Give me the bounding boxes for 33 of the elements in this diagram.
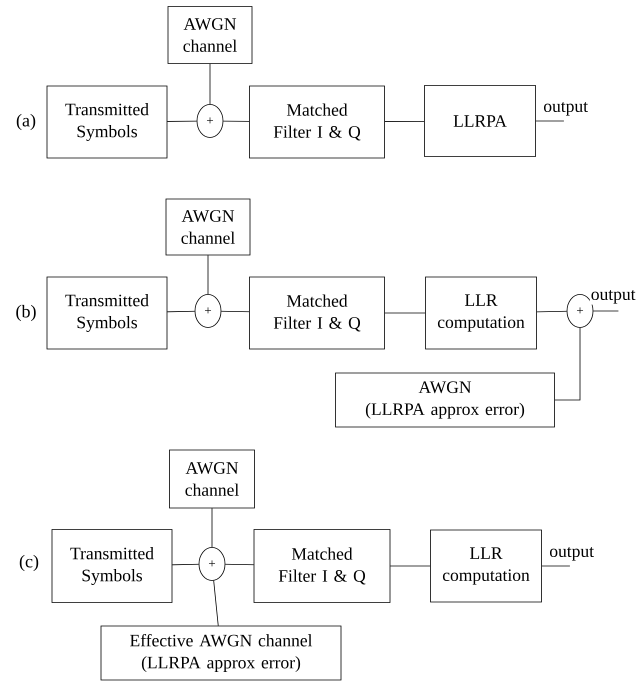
connector-line [223, 120, 250, 122]
connector-line [213, 580, 219, 626]
edge-label: output [590, 289, 637, 305]
connector-line [554, 328, 580, 400]
connector-line [384, 120, 424, 122]
summing-junction: + [194, 294, 222, 328]
block-box: Transmitted Symbols [46, 86, 168, 158]
block-box: Matched Filter I & Q [249, 86, 385, 158]
connector-line [536, 310, 567, 312]
block-box: AWGN (LLRPA approx error) [335, 372, 555, 428]
block-box: LLRPA [424, 85, 536, 157]
block-box: Transmitted Symbols [52, 529, 172, 603]
block-box: LLR computation [430, 530, 542, 602]
connector-line [167, 310, 195, 312]
block-box: Transmitted Symbols [46, 276, 168, 350]
block-box: AWGN channel [166, 198, 250, 256]
block-box: Effective AWGN channel (LLRPA approx error) [100, 626, 342, 680]
connector-line [225, 564, 254, 566]
edge-label: output [542, 101, 590, 117]
connector-line [536, 120, 564, 122]
block-box: AWGN channel [169, 450, 255, 508]
connector-line [167, 120, 197, 122]
connector-line [593, 310, 619, 312]
block-box: Matched Filter I & Q [249, 276, 385, 350]
summing-junction: + [198, 547, 226, 581]
connector-line [384, 312, 426, 314]
block-box: LLR computation [425, 276, 537, 350]
block-box: AWGN channel [168, 6, 252, 64]
edge-label: output [548, 546, 596, 562]
connector-line [221, 310, 250, 312]
connector-line [172, 564, 199, 566]
block-box: Matched Filter I & Q [254, 529, 390, 603]
summing-junction: + [196, 104, 224, 138]
